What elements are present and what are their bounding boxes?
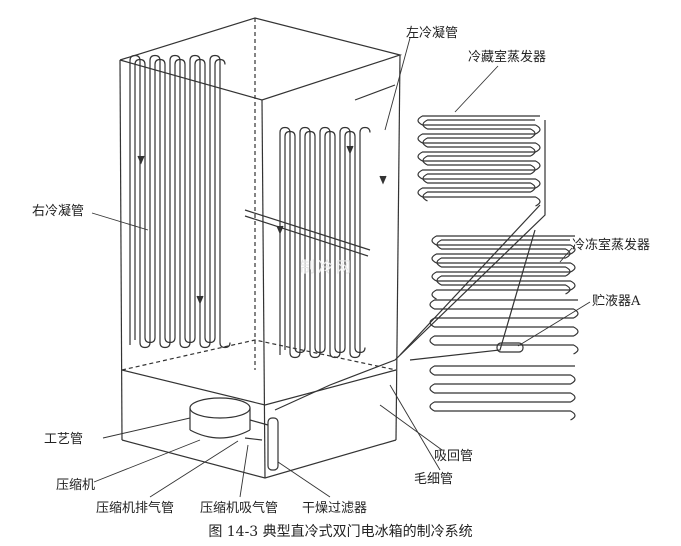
leader-line: [91, 212, 149, 231]
connecting-tube: [244, 215, 369, 257]
leader-line: [277, 461, 331, 498]
flow-arrow-icon: [276, 225, 284, 235]
leader-line: [149, 440, 239, 498]
label-accumulator: 贮液器A: [592, 294, 641, 309]
watermark: 制冷网: [300, 258, 355, 276]
left-condenser-coil-inner: [284, 130, 366, 354]
return-tube: [274, 120, 546, 411]
label-right-condenser: 右冷凝管: [32, 204, 85, 219]
label-compressor: 压缩机: [56, 478, 96, 493]
right-condenser-coil-inner: [134, 58, 226, 344]
flow-arrow-icon: [346, 145, 354, 155]
flow-arrow-icon: [379, 175, 387, 185]
label-return-tube: 吸回管: [434, 449, 474, 464]
label-left-condenser: 左冷凝管: [406, 26, 459, 41]
leader-line: [93, 439, 201, 483]
drier-filter: [267, 417, 279, 471]
right-condenser-coil: [129, 54, 231, 349]
leader-line: [239, 444, 249, 498]
flow-arrow-icon: [137, 155, 145, 165]
freezer-evaporator-coil: [431, 235, 576, 300]
capillary-tube: [399, 204, 541, 356]
label-drier-filter: 干燥过滤器: [302, 501, 368, 516]
leader-line: [454, 65, 499, 113]
suction-tube: [244, 437, 263, 441]
connector-tube: [409, 229, 536, 361]
label-process-tube: 工艺管: [44, 432, 84, 447]
leader-line: [559, 247, 573, 263]
cabinet-divider-back: [121, 339, 397, 371]
compressor-top: [189, 397, 251, 419]
connecting-tube: [244, 209, 371, 251]
cabinet-edge: [261, 99, 266, 479]
fridge-evaporator-coil-inner: [422, 119, 536, 202]
left-condenser-coil: [279, 126, 371, 359]
compressor-bottom: [189, 429, 251, 439]
figure-caption: 图 14-3 典型直冷式双门电冰箱的制冷系统: [208, 524, 473, 540]
leader-line: [517, 301, 591, 347]
leader-line: [102, 417, 191, 439]
label-discharge-tube: 压缩机排气管: [96, 501, 175, 516]
leader-line: [389, 384, 441, 471]
cabinet-bottom: [121, 439, 397, 479]
label-fridge-evaporator: 冷藏室蒸发器: [468, 50, 547, 65]
label-suction-tube: 压缩机吸气管: [200, 501, 279, 516]
leader-line: [384, 37, 411, 131]
accumulator: [496, 342, 524, 353]
flow-arrow-icon: [196, 295, 204, 305]
cabinet-edge: [395, 54, 401, 441]
freezer-evaporator-coil-inner: [436, 239, 571, 295]
cabinet-top: [119, 17, 403, 101]
leader-line: [379, 404, 443, 451]
freezer-evaporator-coil-2: [429, 299, 579, 355]
label-capillary: 毛细管: [414, 472, 454, 487]
cabinet-divider: [121, 369, 397, 406]
cabinet-edge: [119, 59, 123, 441]
discharge-tube: [249, 419, 269, 426]
label-freezer-evaporator: 冷冻室蒸发器: [572, 238, 651, 253]
freezer-evaporator-coil-3: [429, 365, 576, 421]
condenser-tube: [354, 84, 396, 101]
